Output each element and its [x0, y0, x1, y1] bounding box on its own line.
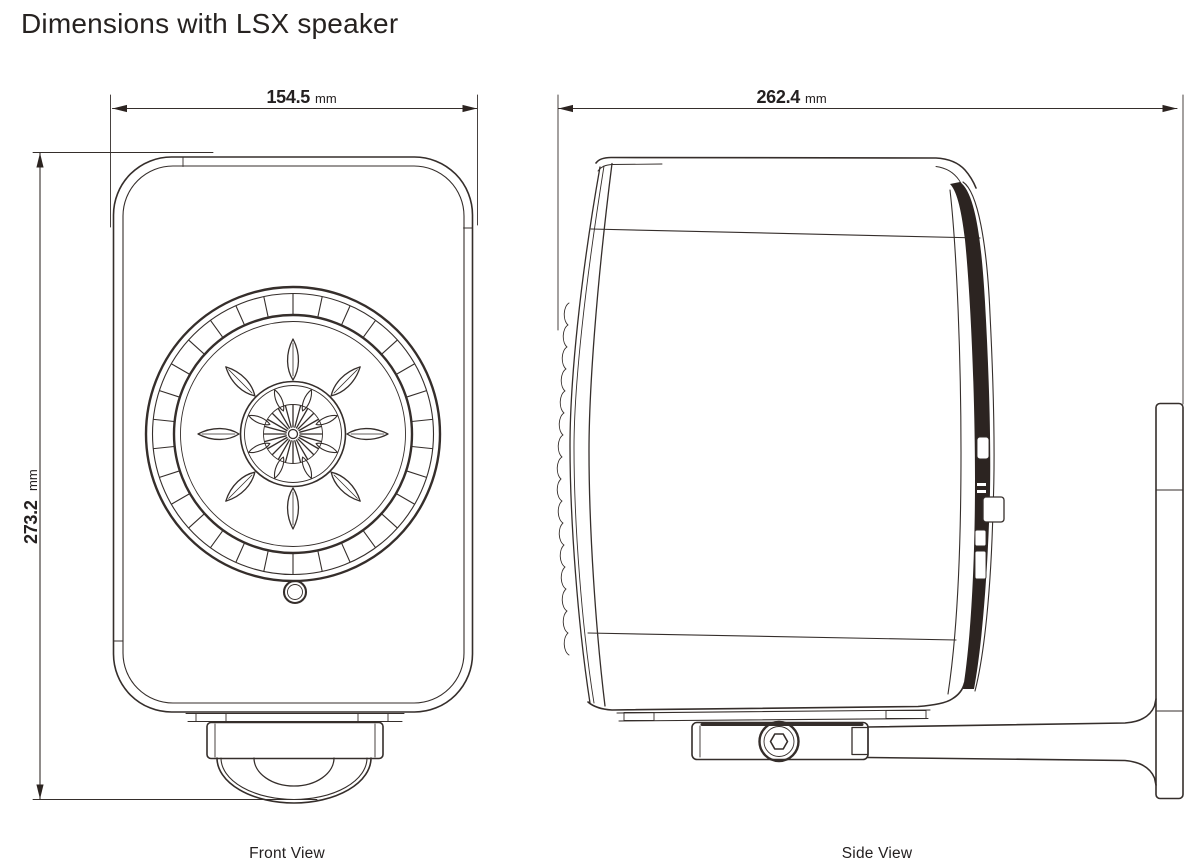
arrowhead-left-icon: [112, 104, 127, 113]
rear-panel-slot: [974, 529, 987, 547]
seam-line: [587, 632, 957, 641]
front-cabinet-outline: [112, 156, 474, 713]
top-edge: [595, 156, 977, 189]
foot-tab: [885, 710, 927, 719]
page-title: Dimensions with LSX speaker: [21, 8, 399, 39]
rear-panel-slot: [976, 436, 990, 460]
foot-tab: [195, 713, 227, 722]
grille-scallop-edge: [556, 302, 570, 656]
cabinet-inner-edge: [122, 165, 465, 704]
front-height-unit: mm: [25, 469, 40, 491]
bottom-edge: [587, 682, 966, 711]
hex-socket-icon: [769, 733, 789, 750]
uniq-driver: [144, 285, 442, 583]
foot-tab: [357, 713, 389, 722]
side-view-label: Side View: [842, 845, 913, 862]
front-width-value: 154.5: [266, 87, 310, 107]
driver-center: [287, 428, 299, 440]
arrowhead-right-icon: [1162, 104, 1177, 113]
front-width-dimension: 154.5 mm: [110, 87, 478, 228]
side-depth-dimension: 262.4 mm: [557, 87, 1184, 405]
side-depth-value: 262.4: [756, 87, 800, 107]
cone-petals: [197, 338, 389, 530]
tangerine-waveguide-vanes: [263, 404, 323, 464]
status-led: [282, 579, 308, 605]
stand-plate: [206, 721, 384, 760]
seam-line: [590, 228, 981, 239]
side-view-drawing: 262.4 mm: [556, 87, 1184, 862]
stand-dome-inner: [253, 757, 335, 787]
front-height-value: 273.2: [21, 500, 41, 544]
rear-knob: [982, 496, 1005, 523]
tweeter-ring: [239, 380, 347, 488]
side-depth-unit: mm: [805, 91, 827, 106]
front-baffle-edge: [569, 166, 601, 704]
foot-tab: [623, 712, 655, 721]
side-cabinet-outline: [556, 156, 1005, 711]
front-view-drawing: 154.5 mm 273.2 mm: [21, 87, 478, 862]
front-view-label: Front View: [249, 845, 325, 862]
front-stand: [185, 712, 405, 804]
driver-outer-ring: [144, 285, 442, 583]
hex-bolt: [758, 720, 800, 763]
arrowhead-left-icon: [558, 104, 573, 113]
tweeter-spikes: [246, 387, 340, 481]
stand-dome-outer: [216, 757, 372, 804]
bracket-arm: [867, 698, 1157, 728]
cabinet-outer-edge: [112, 156, 474, 713]
speaker-height-dimension: 273.2 mm: [21, 152, 318, 800]
arrowhead-up-icon: [36, 153, 44, 168]
bracket-plate: [691, 721, 869, 761]
arrowhead-right-icon: [462, 104, 477, 113]
wall-plate: [1155, 402, 1184, 800]
cone-edge-ring: [172, 313, 414, 555]
arm-joint: [851, 726, 869, 756]
side-bottom-plate: [616, 709, 931, 722]
rear-panel-slot: [974, 550, 987, 580]
arrowhead-down-icon: [36, 784, 44, 799]
front-width-unit: mm: [315, 91, 337, 106]
wall-bracket: [691, 402, 1184, 800]
driver-surround-ticks: [153, 293, 433, 575]
